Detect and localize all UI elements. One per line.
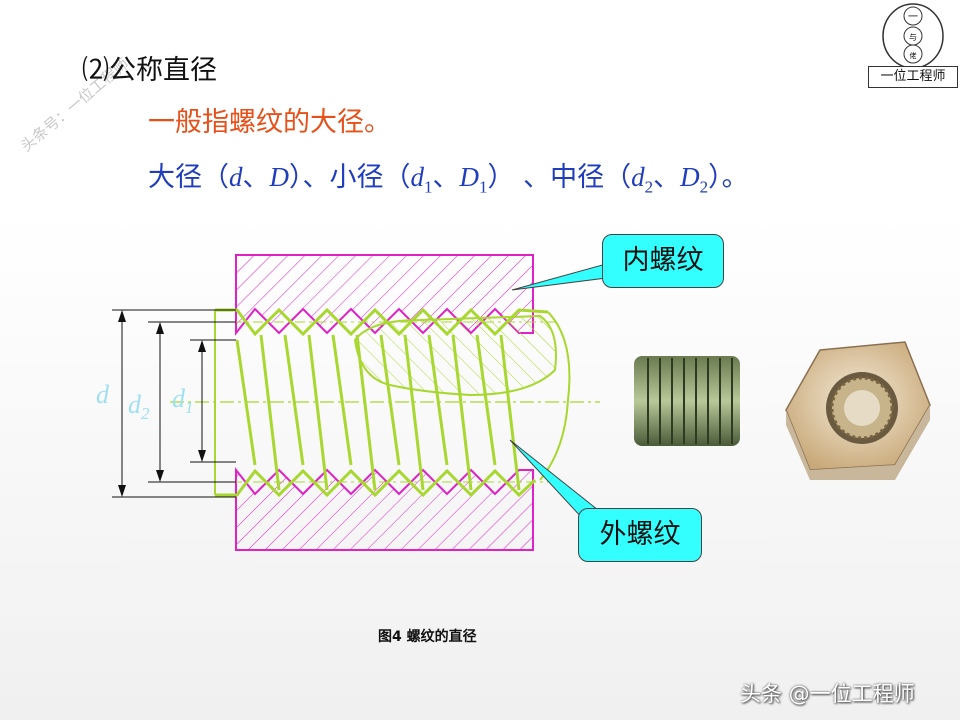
nut-image	[785, 341, 931, 480]
section-heading: ⑵公称直径	[82, 55, 217, 86]
section-cutaway	[353, 314, 557, 397]
footer-watermark: 头条 @一位工程师	[740, 682, 915, 706]
diameter-list-line: 大径（d、D）、小径（d1、D1） 、中径（d2、D2）。	[148, 162, 749, 197]
external-thread	[214, 307, 571, 498]
figure-caption: 图4 螺纹的直径	[378, 629, 477, 645]
dim-label-d2: d2	[128, 390, 150, 424]
dim-label-d1: d1	[172, 384, 194, 418]
callout-internal-thread: 内螺纹	[602, 234, 724, 288]
svg-text:与: 与	[909, 33, 917, 42]
logo-label: 一位工程师	[868, 66, 958, 88]
bolt-image	[634, 356, 740, 446]
dim-label-d: d	[96, 380, 109, 409]
callout-external-thread: 外螺纹	[578, 508, 702, 562]
definition-line: 一般指螺纹的大径。	[148, 107, 391, 138]
internal-thread-bottom	[235, 467, 534, 551]
svg-text:一: 一	[908, 12, 918, 23]
dimension-lines	[112, 309, 236, 498]
brand-logo: 一 与 佬	[882, 3, 944, 69]
svg-text:佬: 佬	[910, 51, 917, 60]
